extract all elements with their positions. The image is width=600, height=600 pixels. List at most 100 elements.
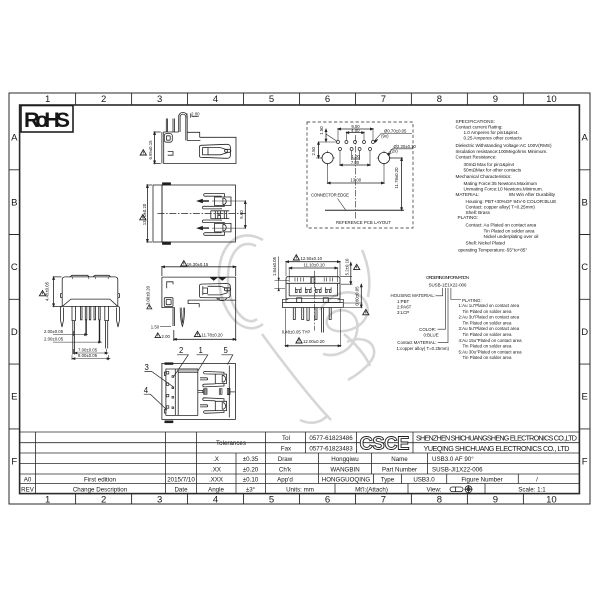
svg-text:Tin Plated on solder area: Tin Plated on solder area — [463, 355, 512, 360]
svg-text:0:BLUE: 0:BLUE — [424, 332, 439, 337]
svg-text:1:Au 1u"Plated on contact area: 1:Au 1u"Plated on contact area — [459, 303, 520, 308]
svg-text:Tin Plated on solder area: Tin Plated on solder area — [463, 309, 512, 314]
svg-text:Name: Name — [391, 456, 408, 463]
svg-text:Ø0.70±0.05: Ø0.70±0.05 — [384, 129, 407, 134]
svg-text:Angle: Angle — [208, 486, 224, 493]
svg-text:F: F — [582, 456, 588, 467]
svg-text:5: 5 — [269, 494, 274, 505]
svg-text:Tol: Tol — [282, 435, 290, 442]
svg-text:Contact: copper alloy( T=0.25m: Contact: copper alloy( T=0.25mm) — [466, 204, 536, 209]
svg-text:12.00±0.20: 12.00±0.20 — [303, 339, 325, 344]
svg-text:16.30±0.15: 16.30±0.15 — [187, 262, 209, 267]
svg-text:Mt'l:(Attach): Mt'l:(Attach) — [355, 486, 388, 493]
svg-text:2.00±0.05: 2.00±0.05 — [44, 329, 64, 334]
svg-text:3: 3 — [145, 363, 149, 372]
svg-text:3: 3 — [157, 94, 162, 105]
svg-text:REFERENCE PCB LAYOUT: REFERENCE PCB LAYOUT — [336, 220, 391, 225]
svg-text:3.00±0.20: 3.00±0.20 — [145, 285, 150, 305]
svg-text:1.0 Amperes for pin1&pin4.: 1.0 Amperes for pin1&pin4. — [464, 130, 519, 135]
svg-text:USB3.0 AF 90°: USB3.0 AF 90° — [432, 456, 474, 463]
svg-text:REV: REV — [21, 486, 35, 493]
svg-text:11.78±0.20: 11.78±0.20 — [394, 167, 399, 189]
svg-text:50mΩMax for other contacts: 50mΩMax for other contacts — [464, 168, 522, 173]
svg-text:6.95±0.15: 6.95±0.15 — [148, 140, 153, 160]
svg-text:2.00: 2.00 — [162, 334, 171, 339]
svg-text:Tin Plated on solder area: Tin Plated on solder area — [463, 344, 512, 349]
svg-text:App'd: App'd — [277, 476, 293, 483]
svg-text:4:Au 15u"Plated on contact are: 4:Au 15u"Plated on contact area — [459, 338, 523, 343]
svg-text:5: 5 — [224, 346, 229, 355]
svg-text:(9x): (9x) — [381, 133, 389, 138]
svg-text:C: C — [11, 262, 18, 273]
svg-text:Units: mm: Units: mm — [286, 486, 314, 493]
svg-text:±0.20: ±0.20 — [243, 466, 259, 473]
svg-text:SUSB-JI1X22-006: SUSB-JI1X22-006 — [432, 466, 483, 473]
svg-text:4.00: 4.00 — [351, 128, 360, 133]
svg-text:Contact MATERIAL:: Contact MATERIAL: — [397, 340, 436, 345]
svg-text:5.2±0.10: 5.2±0.10 — [345, 258, 350, 275]
svg-text:2:PA6T: 2:PA6T — [397, 305, 412, 310]
svg-text:2.00±0.05: 2.00±0.05 — [44, 336, 64, 341]
svg-text:10: 10 — [546, 494, 557, 505]
svg-text:±0.10: ±0.10 — [243, 476, 259, 483]
svg-text:2: 2 — [179, 346, 183, 355]
svg-text:7: 7 — [381, 494, 386, 505]
svg-text:1: 1 — [45, 94, 50, 105]
svg-text:7: 7 — [381, 94, 386, 105]
svg-text:4: 4 — [144, 386, 149, 395]
svg-text:1.50: 1.50 — [319, 126, 324, 135]
svg-text:5: 5 — [269, 94, 274, 105]
svg-text:CSCE: CSCE — [360, 433, 410, 454]
svg-text:View:: View: — [426, 486, 441, 493]
svg-text:Ø2.30±0.10: Ø2.30±0.10 — [394, 144, 417, 149]
svg-text:6: 6 — [325, 94, 330, 105]
svg-text:RoHS: RoHS — [24, 108, 70, 132]
svg-text:2:Au 3u"Plated on contact area: 2:Au 3u"Plated on contact area — [459, 315, 520, 320]
svg-text:9: 9 — [493, 94, 498, 105]
svg-text:ORDERING INFORMATION: ORDERING INFORMATION — [426, 275, 469, 280]
svg-text:10: 10 — [546, 94, 557, 105]
svg-text:0.60±0.05: 0.60±0.05 — [354, 286, 359, 306]
svg-text:1: 1 — [45, 494, 50, 505]
svg-text:SPECIFICATIONS:: SPECIFICATIONS: — [456, 119, 495, 124]
svg-text:0.48±0.05 TYP: 0.48±0.05 TYP — [282, 329, 311, 334]
svg-text:USB3.0: USB3.0 — [413, 476, 435, 483]
svg-text:COLOR:: COLOR: — [419, 327, 436, 332]
svg-text:1.00: 1.00 — [351, 154, 360, 159]
svg-text:9: 9 — [493, 494, 498, 505]
svg-text:B: B — [11, 197, 17, 208]
svg-text:A: A — [582, 133, 589, 144]
svg-text:WANGBIN: WANGBIN — [330, 466, 359, 473]
svg-text:SUSB-1E1X22-006: SUSB-1E1X22-006 — [429, 283, 467, 288]
svg-text:Tin Plated on solder area: Tin Plated on solder area — [484, 229, 535, 234]
svg-text:6: 6 — [325, 494, 330, 505]
svg-text:9.00: 9.00 — [351, 124, 360, 129]
svg-text:MATERIAL:: MATERIAL: — [456, 192, 480, 197]
svg-text:1:PBT: 1:PBT — [397, 299, 410, 304]
svg-text:4.45±0.05: 4.45±0.05 — [45, 281, 50, 301]
svg-text:Tolerances: Tolerances — [216, 440, 246, 447]
svg-text:Date: Date — [174, 486, 188, 493]
svg-text:Insulation resistance:100Megoh: Insulation resistance:100Megohms Minimum… — [456, 149, 548, 154]
svg-text:Nickel underplating over oil: Nickel underplating over oil — [484, 234, 539, 239]
svg-text:PLATING:: PLATING: — [462, 298, 482, 303]
svg-text:Tin Plated on solder area: Tin Plated on solder area — [463, 332, 512, 337]
svg-text:B: B — [582, 197, 588, 208]
svg-text:Dielectric Withstanding Voltag: Dielectric Withstanding Voltage:AC 100V(… — [456, 143, 553, 148]
svg-text:.XX: .XX — [211, 466, 221, 473]
svg-text:13.70±0.20: 13.70±0.20 — [142, 203, 147, 225]
svg-text:A: A — [11, 133, 18, 144]
svg-text:1:copper alloy( T=0.25mm): 1:copper alloy( T=0.25mm) — [397, 346, 450, 351]
svg-text:0577-61823483: 0577-61823483 — [309, 445, 353, 452]
svg-text:HONGGUOQING: HONGGUOQING — [322, 476, 371, 483]
svg-text:12.50±0.10: 12.50±0.10 — [301, 256, 323, 261]
svg-text:Contact Resistance:: Contact Resistance: — [456, 155, 497, 160]
svg-text:Figure Number: Figure Number — [461, 476, 502, 483]
svg-text:Contact current Rating:: Contact current Rating: — [456, 125, 503, 130]
svg-text:±3°: ±3° — [246, 486, 256, 493]
svg-text:Fax: Fax — [281, 445, 292, 452]
svg-text:Hongqiwu: Hongqiwu — [331, 456, 359, 463]
svg-text:2.50: 2.50 — [311, 147, 316, 156]
svg-text:2: 2 — [101, 494, 106, 505]
svg-text:13.00: 13.00 — [350, 178, 361, 183]
